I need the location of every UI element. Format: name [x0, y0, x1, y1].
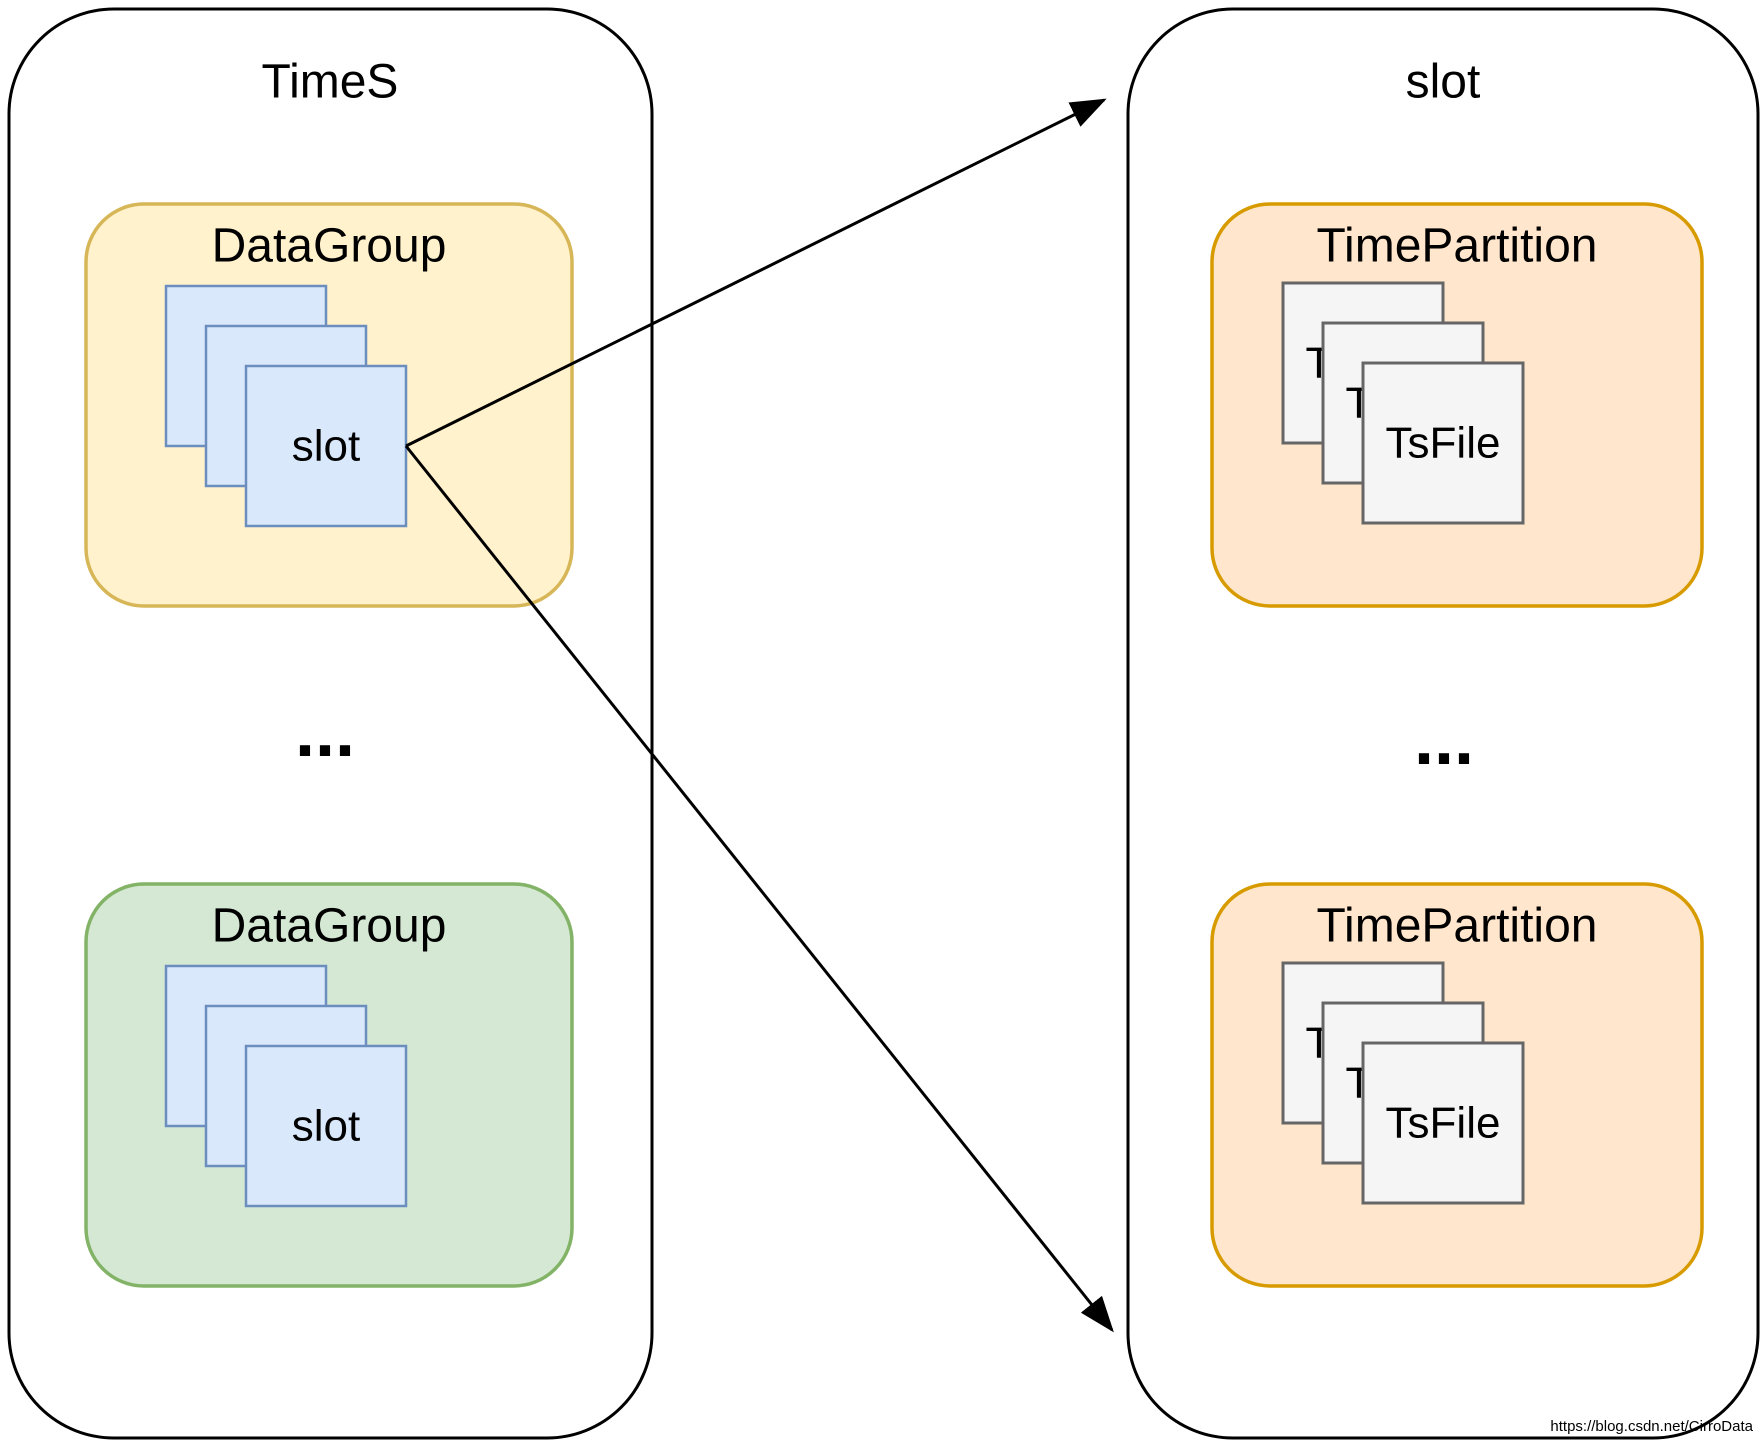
tsfile-square-front	[1361, 1041, 1525, 1205]
tsfile-square-front	[1361, 361, 1525, 525]
slot-square-front-label: slot	[292, 1102, 360, 1151]
tsfile-square-front-label: TsFile	[1386, 419, 1501, 468]
slot-square-front-label: slot	[292, 422, 360, 471]
slot-square-front	[244, 1044, 408, 1208]
left-ellipsis: ...	[295, 692, 355, 772]
arrow-slot-to-partition-bottom	[404, 445, 1114, 1333]
datagroup-box-bottom-label: DataGroup	[212, 900, 447, 953]
arrow-slot-to-partition-top	[405, 98, 1107, 448]
timepartition-box-bottom-label: TimePartition	[1317, 900, 1598, 953]
timepartition-box-top-label: TimePartition	[1317, 220, 1598, 273]
tsfile-square-front-label: TsFile	[1386, 1099, 1501, 1148]
slot-square-front	[244, 364, 408, 528]
watermark: https://blog.csdn.net/CirroData	[1550, 1418, 1753, 1435]
right-container-title: slot	[1406, 56, 1481, 109]
right-ellipsis: ...	[1414, 700, 1474, 780]
datagroup-box-top-label: DataGroup	[212, 220, 447, 273]
left-container-title: TimeS	[262, 56, 399, 109]
